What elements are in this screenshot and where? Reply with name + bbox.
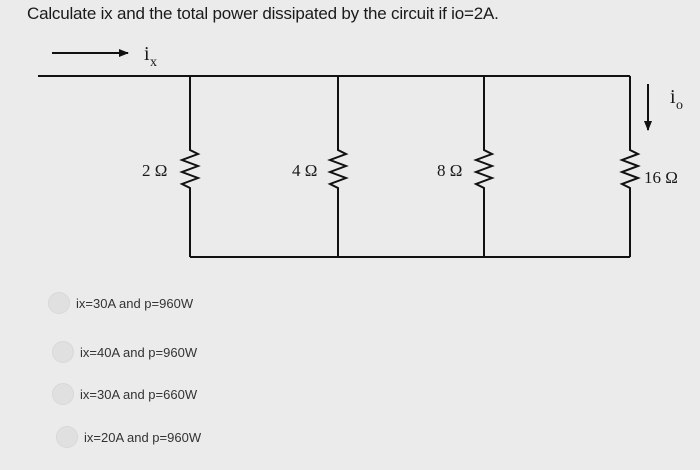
option-1-radio[interactable] — [48, 292, 70, 314]
option-2[interactable]: ix=40A and p=960W — [52, 341, 197, 363]
option-4-label: ix=20A and p=960W — [84, 429, 202, 445]
ix-label-main: i — [144, 43, 150, 65]
option-2-radio[interactable] — [52, 341, 74, 363]
option-3-radio[interactable] — [52, 383, 74, 405]
resistor-16-ohm-label: 16 Ω — [644, 168, 678, 187]
resistor-4-ohm-label: 4 Ω — [292, 161, 317, 180]
resistor-2-ohm-label: 2 Ω — [142, 161, 167, 180]
option-4[interactable]: ix=20A and p=960W — [56, 426, 201, 448]
resistor-16-ohm-symbol — [619, 76, 641, 257]
resistor-2-ohm-symbol — [179, 76, 201, 257]
option-1-label: ix=30A and p=960W — [76, 295, 194, 311]
resistor-4-ohm-symbol — [327, 76, 349, 257]
ix-label-sub: x — [150, 55, 157, 70]
option-1[interactable]: ix=30A and p=960W — [48, 292, 193, 314]
option-3[interactable]: ix=30A and p=660W — [52, 383, 197, 405]
resistor-8-ohm-symbol — [473, 76, 495, 257]
option-4-radio[interactable] — [56, 426, 78, 448]
option-3-label: ix=30A and p=660W — [80, 386, 198, 402]
resistor-8-ohm-label: 8 Ω — [437, 161, 462, 180]
io-label-sub: o — [676, 98, 683, 113]
option-2-label: ix=40A and p=960W — [80, 344, 198, 360]
question-text: Calculate ix and the total power dissipa… — [27, 4, 499, 23]
io-label-main: i — [670, 86, 676, 108]
